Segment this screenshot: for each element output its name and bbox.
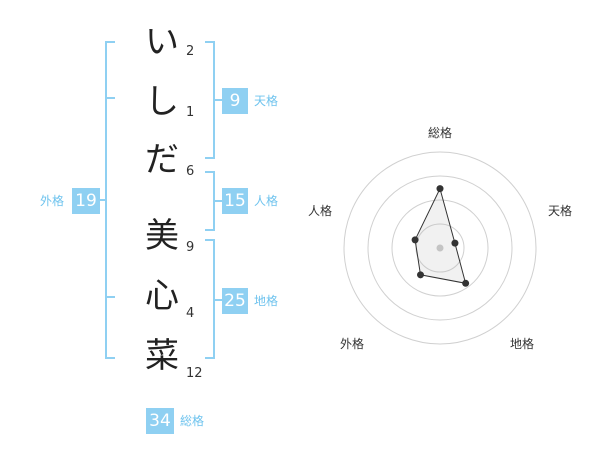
name-char-3: だ [145, 140, 179, 180]
soukaku-value-badge: 34 [146, 408, 174, 434]
radar-center [436, 244, 444, 252]
stroke-count-6: 12 [186, 366, 203, 381]
radar-axis-label-jinkaku: 人格 [308, 204, 333, 218]
radar-axis-label-gaikaku: 外格 [340, 337, 365, 351]
jinkaku-value-badge: 15 [222, 188, 248, 214]
jinkaku-bracket [205, 171, 215, 231]
gaikaku-label: 外格 [40, 194, 65, 208]
radar-point-3 [462, 279, 470, 287]
stroke-count-3: 6 [186, 164, 195, 179]
radar-polygon [414, 187, 467, 284]
stroke-count-5: 4 [186, 306, 195, 321]
radar-point-2 [451, 239, 459, 247]
radar-axis-label-chikaku: 地格 [510, 337, 535, 351]
radar-axis-label-soukaku: 総格 [428, 126, 453, 140]
radar-point-4 [417, 271, 425, 279]
radar-point-5 [411, 236, 419, 244]
name-char-6: 菜 [145, 336, 179, 376]
stroke-count-4: 9 [186, 240, 195, 255]
name-char-4: 美 [145, 216, 179, 256]
chikaku-bracket [205, 239, 215, 359]
gaikaku-bracket [105, 41, 115, 359]
name-char-5: 心 [145, 276, 179, 316]
gaikaku-value-badge: 19 [72, 188, 100, 214]
name-char-1: い [145, 22, 179, 62]
stroke-count-1: 2 [186, 44, 195, 59]
chikaku-value-badge: 25 [222, 288, 248, 314]
stroke-count-2: 1 [186, 105, 195, 120]
radar-point-1 [436, 185, 444, 193]
tenkaku-value-badge: 9 [222, 88, 248, 114]
soukaku-label: 総格 [180, 414, 205, 428]
chikaku-label: 地格 [254, 294, 279, 308]
jinkaku-label: 人格 [254, 194, 279, 208]
radar-axis-label-tenkaku: 天格 [548, 204, 573, 218]
tenkaku-label: 天格 [254, 94, 279, 108]
name-char-2: し [145, 82, 179, 122]
tenkaku-bracket [205, 41, 215, 159]
